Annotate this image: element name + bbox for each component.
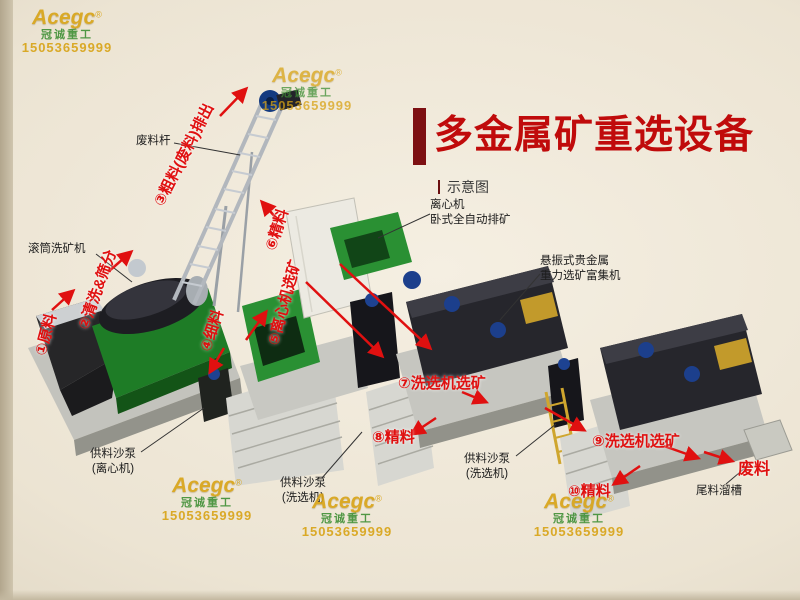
shaker-concentrator-1 xyxy=(366,266,584,486)
label-pump-washer-2: 供料沙泵 (洗选机) xyxy=(464,452,510,482)
label-pump-washer-1-line1: 供料沙泵 xyxy=(280,477,326,489)
subtitle-text: 示意图 xyxy=(447,179,489,195)
label-pump-washer-2-line1: 供料沙泵 xyxy=(464,453,510,465)
label-shaker-line1: 悬振式贵金属 xyxy=(540,255,609,267)
flow-step-waste: 废料 xyxy=(738,461,771,478)
flow-step-9: ⑨洗选机选矿 xyxy=(592,433,680,450)
label-drum-washer: 滚筒洗矿机 xyxy=(28,243,86,255)
subtitle: 示意图 xyxy=(438,177,489,197)
flow-step-10: ⑩精料 xyxy=(568,483,611,500)
label-pump-washer-1-line2: (洗选机) xyxy=(281,491,325,504)
drum-washer-machine xyxy=(28,259,242,456)
label-centrifuge-line2: 卧式全自动排矿 xyxy=(430,213,511,226)
label-shaker: 悬振式贵金属 重力选矿富集机 xyxy=(540,254,621,284)
label-pump-centrifuge: 供料沙泵 (离心机) xyxy=(90,447,136,477)
label-shaker-line2: 重力选矿富集机 xyxy=(540,269,621,282)
label-waste-rod: 废料杆 xyxy=(136,135,171,147)
page-title: 多金属矿重选设备 xyxy=(434,114,755,157)
waste-discharge-ladder xyxy=(172,89,302,313)
label-centrifuge: 离心机 卧式全自动排矿 xyxy=(430,198,511,228)
flow-step-8: ⑧精料 xyxy=(372,429,415,446)
flow-arrows xyxy=(51,86,736,486)
label-centrifuge-line1: 离心机 xyxy=(430,199,465,211)
left-edge-shading xyxy=(0,0,13,600)
label-pump-centrifuge-line1: 供料沙泵 xyxy=(90,448,136,460)
page-title-block: 多金属矿重选设备 xyxy=(413,108,754,165)
centrifuge-machine xyxy=(226,197,421,486)
label-pump-washer-2-line2: (洗选机) xyxy=(465,467,509,480)
label-pointer-lines xyxy=(95,142,753,485)
label-pump-centrifuge-line2: (离心机) xyxy=(91,462,135,475)
label-pump-washer-1: 供料沙泵 (洗选机) xyxy=(280,476,326,506)
bottom-edge-shading xyxy=(0,590,800,600)
label-tail-chute: 尾料溜槽 xyxy=(696,485,742,497)
subtitle-accent-bar xyxy=(438,180,440,194)
flow-step-7: ⑦洗选机选矿 xyxy=(398,375,486,392)
title-accent-bar xyxy=(413,108,426,165)
